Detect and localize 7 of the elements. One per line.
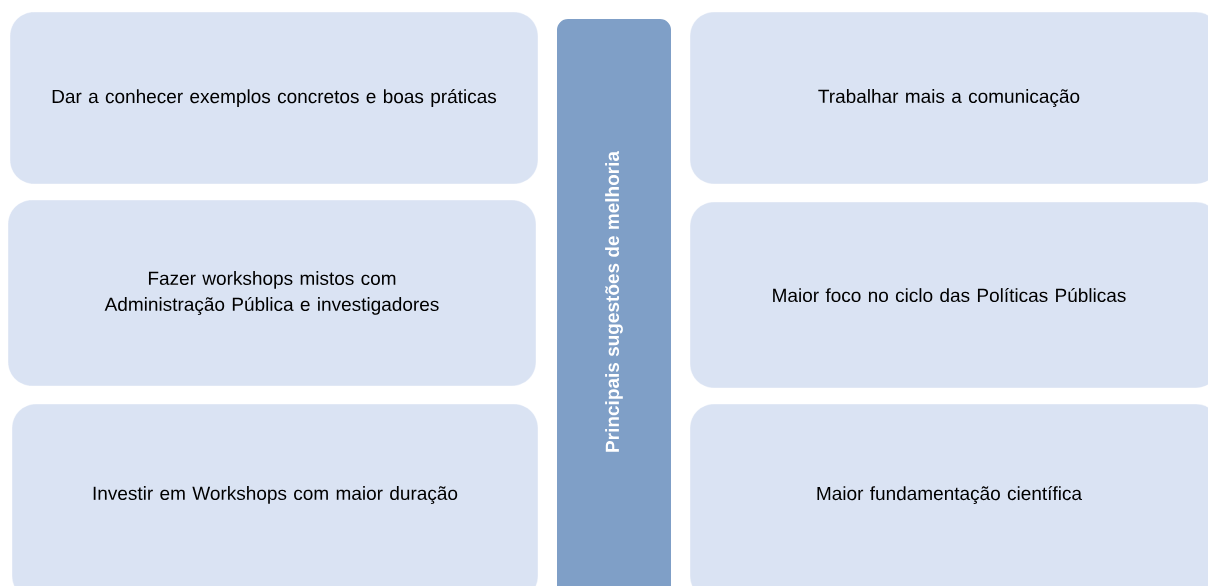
suggestion-box: Trabalhar mais a comunicação <box>689 11 1208 185</box>
suggestion-box: Dar a conhecer exemplos concretos e boas práticas <box>9 11 539 185</box>
suggestion-box: Fazer workshops mistos com Administração Pública e investigadores <box>7 199 537 387</box>
suggestion-box: Maior fundamentação científica <box>689 403 1208 586</box>
suggestion-box: Investir em Workshops com maior duração <box>11 403 539 586</box>
title-bar: Principais sugestões de melhoria <box>555 17 673 586</box>
suggestion-box: Maior foco no ciclo das Políticas Públicas <box>689 201 1208 389</box>
